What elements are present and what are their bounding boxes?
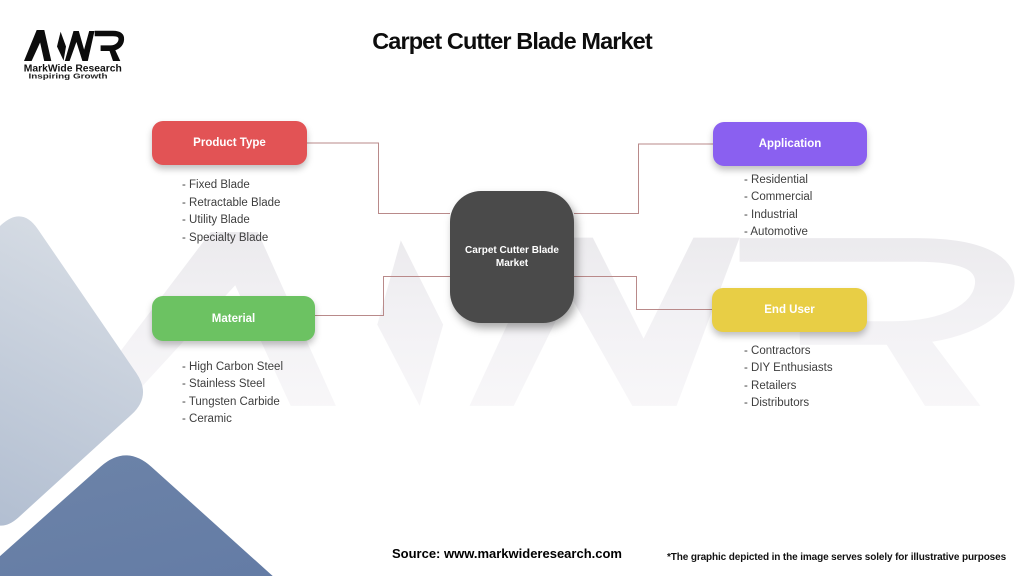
svg-text:MarkWide Research: MarkWide Research <box>24 63 122 74</box>
svg-text:Inspiring Growth: Inspiring Growth <box>29 71 109 80</box>
